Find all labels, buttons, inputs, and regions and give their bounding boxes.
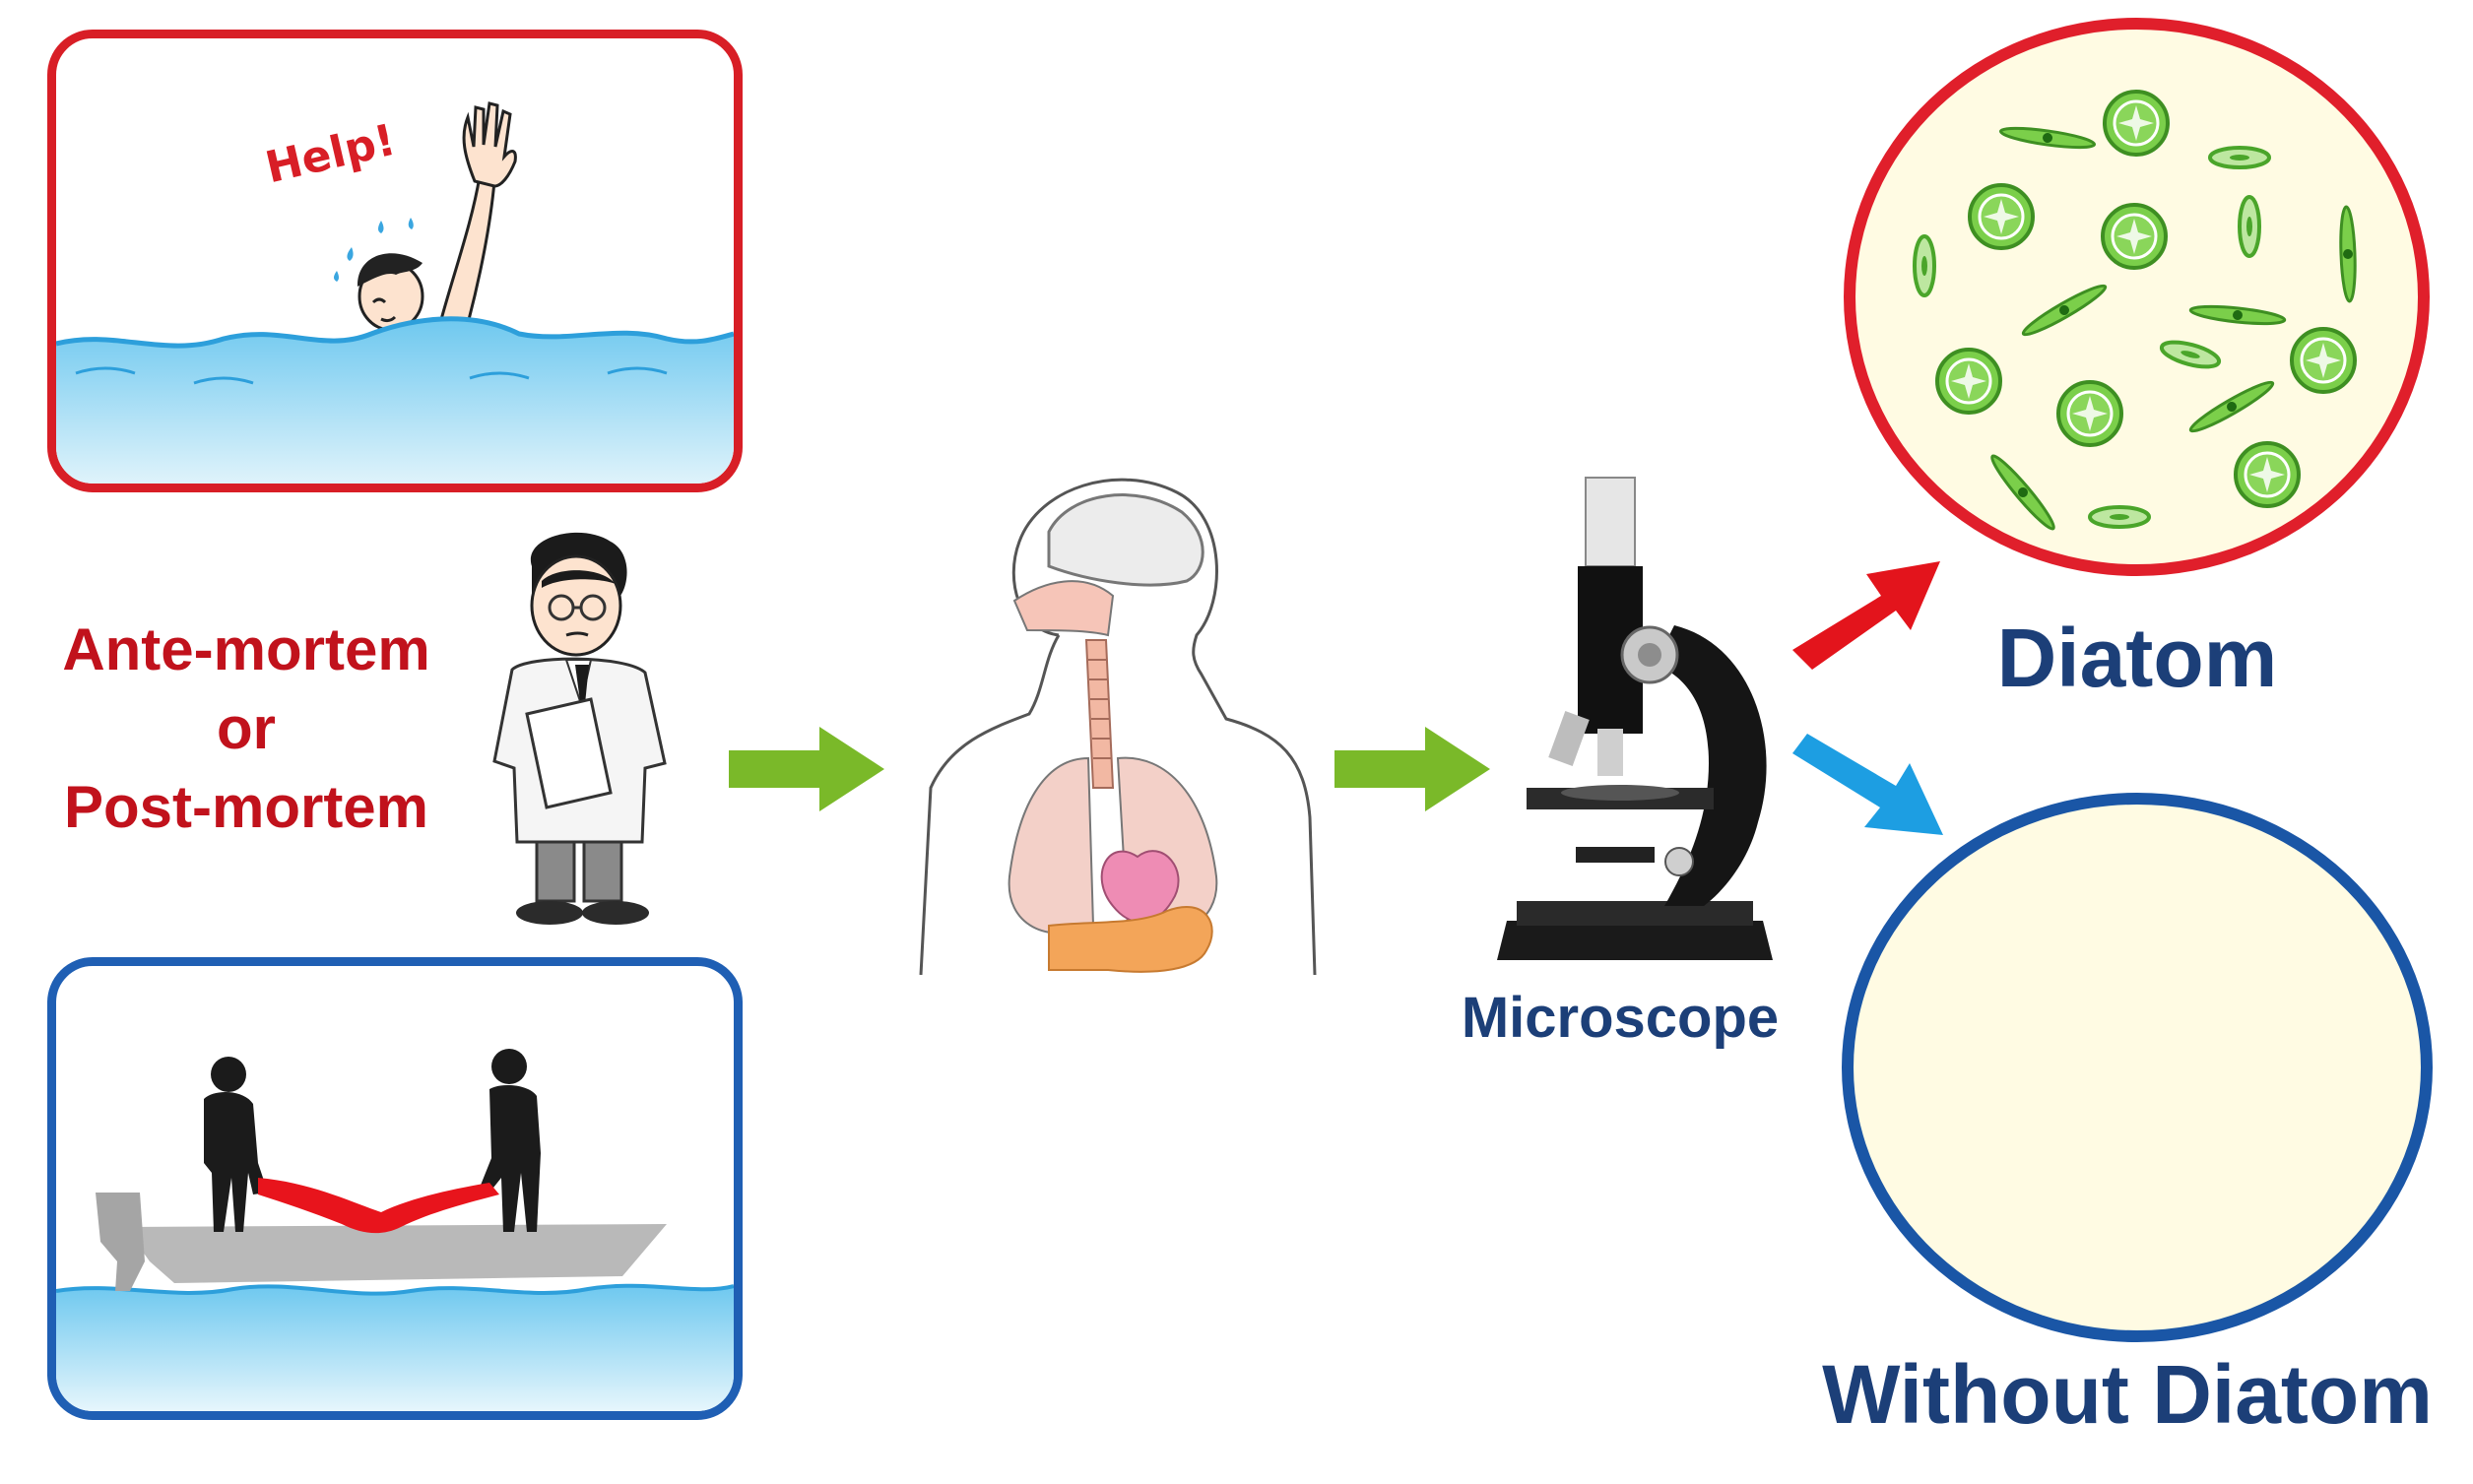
result-arrow-without-diatom [1792, 734, 1943, 835]
flow-arrow-1 [729, 727, 884, 811]
oval-diatom [2157, 335, 2224, 374]
boat-silhouette [125, 1224, 667, 1283]
pennate-diatom [2337, 205, 2359, 303]
question-line-or: or [217, 695, 276, 761]
victim-body [258, 1178, 499, 1234]
question-line-post-mortem: Post-mortem [63, 774, 429, 840]
hair [357, 253, 423, 287]
question-line-ante-mortem: Ante-mortem [62, 616, 430, 682]
forensic-doctor-illustration [492, 532, 667, 925]
drowning-scene-panel: Help! [47, 30, 743, 492]
sweat-drop [347, 247, 354, 261]
pennate-diatom [1985, 450, 2060, 535]
centric-diatom [1935, 348, 2002, 415]
no-diatom-sample-circle [1842, 793, 2433, 1342]
sweat-drop [334, 271, 339, 282]
drowning-illustration [56, 101, 734, 484]
body-dumping-illustration [56, 1049, 734, 1411]
centric-diatom [2103, 90, 2170, 157]
left-lung [1008, 756, 1095, 935]
sweat-drop [378, 221, 384, 233]
person-silhouette-right [480, 1049, 541, 1232]
respiratory-anatomy-illustration [919, 478, 1317, 975]
oval-diatom [2238, 195, 2261, 258]
diatom-cells [1913, 90, 2359, 535]
oval-diatom [2208, 146, 2271, 169]
water-surface [56, 318, 734, 484]
oval-diatom [1913, 234, 1936, 297]
oval-diatom [2088, 505, 2151, 529]
pennate-diatom [1997, 122, 2098, 154]
flow-arrow-2 [1334, 727, 1490, 811]
without-diatom-label: Without Diatom [1822, 1348, 2433, 1441]
centric-diatom [2290, 327, 2357, 394]
centric-diatom [2101, 203, 2168, 270]
microscope-icon [1497, 477, 1773, 960]
diatom-sample-circle [1844, 18, 2430, 576]
centric-diatom [2234, 441, 2301, 508]
pennate-diatom [2185, 375, 2278, 438]
body-dumping-scene-panel [47, 957, 743, 1420]
pennate-diatom [2188, 301, 2287, 329]
diatom-label: Diatom [1996, 612, 2278, 704]
boat-motor [96, 1193, 145, 1291]
microscope-label: Microscope [1461, 986, 1780, 1050]
centric-diatom [1968, 183, 2035, 250]
pennate-diatom [2018, 279, 2111, 342]
raised-hand-icon [462, 101, 517, 188]
person-silhouette-left [204, 1057, 268, 1232]
centric-diatom [2056, 380, 2123, 447]
stomach [1048, 905, 1213, 973]
sweat-drop [408, 218, 414, 229]
question-label: Ante-mortem or Post-mortem [30, 611, 463, 847]
water-surface [56, 1285, 734, 1411]
result-arrow-diatom [1792, 561, 1940, 670]
